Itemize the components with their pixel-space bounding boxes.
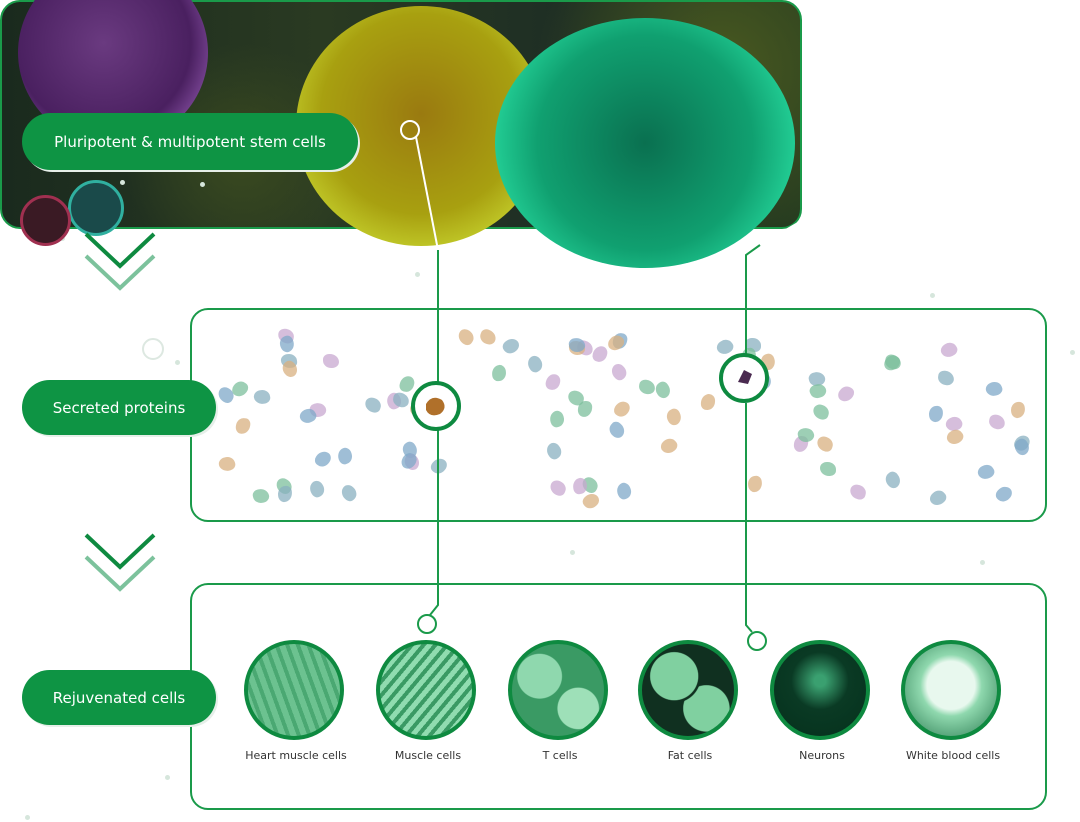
protein-icon <box>591 344 609 364</box>
background-dot <box>415 272 420 277</box>
protein-icon <box>664 406 684 428</box>
cell-label: T cells <box>542 749 578 762</box>
protein-icon <box>936 370 955 387</box>
protein-icon <box>638 379 657 396</box>
protein-icon <box>652 379 674 401</box>
protein-icon <box>928 405 944 423</box>
stage-label-secreted-proteins: Secreted proteins <box>22 380 216 435</box>
stage-label-stem-cells: Pluripotent & multipotent stem cells <box>22 113 358 170</box>
stage-label-rejuvenated-cells: Rejuvenated cells <box>22 670 216 725</box>
protein-icon <box>571 477 588 496</box>
protein-icon <box>740 346 757 365</box>
protein-icon <box>544 372 562 391</box>
protein-icon <box>810 402 831 422</box>
protein-icon <box>543 440 565 462</box>
small-cell <box>68 180 124 236</box>
protein-icon <box>491 363 508 382</box>
protein-icon <box>608 361 630 383</box>
teal-stem-cell <box>495 18 795 268</box>
protein-icon <box>307 478 328 500</box>
protein-icon <box>714 336 737 358</box>
cell-label: Fat cells <box>667 749 713 762</box>
protein-icon <box>363 396 383 415</box>
protein-icon <box>433 383 454 404</box>
protein-icon <box>658 435 681 457</box>
cell-label: Neurons <box>799 749 845 762</box>
protein-icon <box>987 413 1007 431</box>
protein-icon <box>524 353 546 375</box>
protein-icon <box>927 487 949 509</box>
protein-icon <box>322 353 339 368</box>
protein-icon <box>251 487 270 505</box>
protein-icon <box>975 462 997 483</box>
protein-icon <box>746 475 763 493</box>
protein-icon <box>611 398 632 420</box>
protein-icon <box>477 327 498 347</box>
background-dot <box>1070 350 1075 355</box>
cell-image-3 <box>638 640 738 740</box>
protein-icon <box>455 326 477 348</box>
protein-icon <box>217 455 237 474</box>
background-dot <box>980 560 985 565</box>
protein-icon <box>580 490 602 512</box>
protein-icon <box>547 478 569 499</box>
protein-icon <box>428 455 450 477</box>
protein-icon <box>335 445 355 466</box>
cell-image-4 <box>770 640 870 740</box>
protein-icon <box>606 419 628 441</box>
secreted-proteins-panel <box>190 308 1047 522</box>
background-dot <box>930 293 935 298</box>
cell-label: Muscle cells <box>394 749 462 762</box>
background-dot <box>570 550 575 555</box>
protein-icon <box>759 351 778 372</box>
cell-image-2 <box>508 640 608 740</box>
small-cell <box>20 195 71 246</box>
protein-icon <box>835 382 857 405</box>
protein-icon <box>312 448 334 471</box>
connector-node <box>896 150 916 170</box>
protein-icon <box>252 388 272 406</box>
cell-image-5 <box>901 640 1001 740</box>
protein-icon <box>993 483 1015 505</box>
protein-icon <box>938 340 960 361</box>
background-dot <box>165 775 170 780</box>
background-dot <box>175 360 180 365</box>
protein-icon <box>338 482 360 504</box>
protein-icon <box>848 483 868 502</box>
protein-icon <box>882 352 903 374</box>
chevron-down-icon <box>84 533 156 592</box>
background-dot <box>200 182 205 187</box>
cell-label: Heart muscle cells <box>245 749 347 762</box>
protein-icon <box>983 379 1004 399</box>
protein-icon <box>235 416 252 436</box>
protein-icon <box>754 370 775 392</box>
cell-image-0 <box>244 640 344 740</box>
decorative-ring <box>142 338 164 360</box>
protein-icon <box>700 393 716 411</box>
background-dot <box>25 815 30 820</box>
protein-icon <box>276 485 293 503</box>
protein-icon <box>1010 401 1027 419</box>
background-dot <box>120 180 125 185</box>
protein-icon <box>882 468 904 491</box>
protein-icon <box>815 434 836 454</box>
protein-icon <box>819 461 837 477</box>
protein-icon <box>547 409 566 429</box>
cell-label: White blood cells <box>905 749 1001 762</box>
chevron-down-icon <box>84 232 156 291</box>
protein-icon <box>500 334 522 357</box>
protein-icon <box>614 480 634 501</box>
cell-image-1 <box>376 640 476 740</box>
protein-icon <box>397 374 416 394</box>
